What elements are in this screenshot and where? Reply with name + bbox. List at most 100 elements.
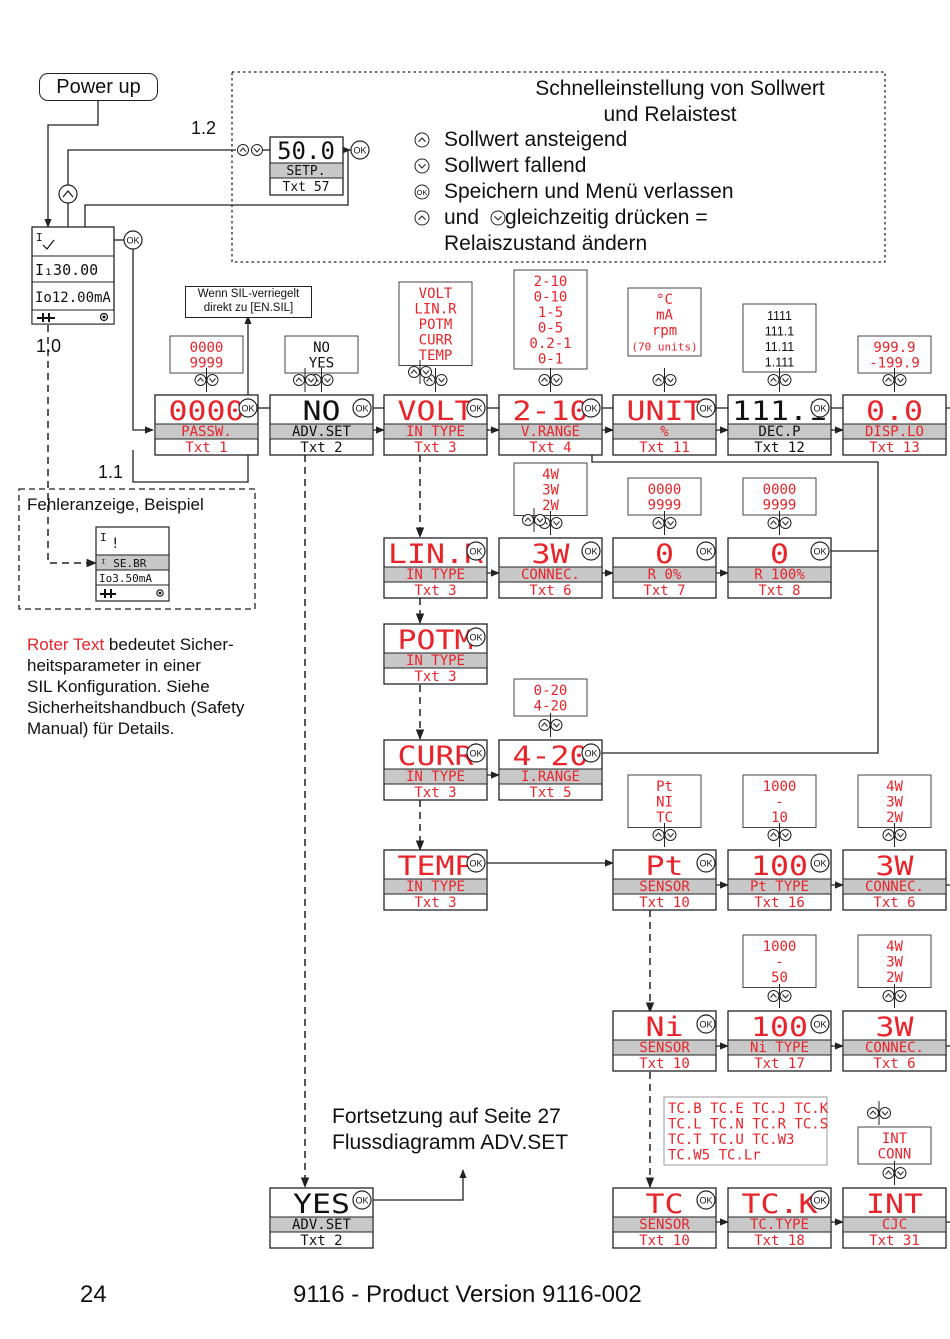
up-down-icon	[293, 368, 317, 392]
ok-button[interactable]: OK	[581, 743, 601, 763]
option-text: NO	[313, 340, 330, 356]
ok-button[interactable]: OK	[696, 1014, 716, 1034]
ok-circle	[466, 743, 486, 763]
box-value: Pt	[646, 851, 684, 882]
ok-button[interactable]: OK	[581, 541, 601, 561]
option-text: °C	[656, 292, 673, 308]
options-frame	[857, 774, 932, 828]
ok-button[interactable]: OK	[810, 1014, 830, 1034]
chevron-down-icon	[894, 829, 907, 841]
option-text: 10	[771, 810, 788, 826]
ok-label: OK	[699, 404, 712, 414]
option-text: 3W	[886, 955, 903, 971]
check-icon	[42, 239, 55, 250]
ok-button[interactable]: OK	[696, 853, 716, 873]
dashed-lines	[47, 325, 655, 1189]
ok-label: OK	[469, 404, 482, 414]
option-text: POTM	[419, 317, 453, 333]
ok-button[interactable]: OK	[810, 1190, 830, 1210]
chevron-up-icon	[237, 144, 249, 156]
chevron-down-icon	[251, 144, 263, 156]
band	[269, 162, 344, 179]
option-text: 1-5	[538, 305, 563, 321]
ok-label: OK	[469, 859, 482, 869]
ok-button[interactable]: OK	[696, 398, 716, 418]
up-down-icon	[882, 368, 907, 392]
ok-button[interactable]: OK	[810, 853, 830, 873]
box-txt: Txt 2	[300, 1233, 342, 1249]
option-text: rpm	[652, 323, 677, 339]
box-label: CJC	[882, 1217, 907, 1233]
ok-button[interactable]: OK	[352, 398, 372, 418]
ok-button[interactable]: OK	[466, 743, 486, 763]
chevron-up-icon	[197, 377, 204, 382]
option-text: 11.11	[765, 340, 794, 354]
ok-circle	[466, 853, 486, 873]
ok-button[interactable]: OK	[581, 398, 601, 418]
options-box-nitype: 1000-50	[742, 934, 817, 988]
box-value: CURR	[398, 741, 475, 772]
ok-label: OK	[355, 404, 368, 414]
ok-button[interactable]: OK	[238, 398, 258, 418]
box-txt: Txt 5	[529, 785, 571, 801]
box-txt: Txt 11	[639, 440, 690, 456]
box-label: V.RANGE	[521, 424, 580, 440]
ok-button[interactable]: OK	[466, 853, 486, 873]
ok-label: OK	[584, 547, 597, 557]
chevron-up-icon	[538, 374, 551, 386]
ok-button[interactable]: OK	[810, 541, 830, 561]
box-label: DISP.LO	[865, 424, 924, 440]
display-line-2: Io12.00mA	[35, 290, 111, 306]
box-txt: Txt 3	[414, 895, 456, 911]
box-label: CONNEC.	[521, 567, 580, 583]
box-label: SENSOR	[639, 1217, 690, 1233]
chevron-down-icon	[553, 723, 560, 728]
chevron-down-icon	[324, 378, 331, 383]
chevron-down-icon	[321, 374, 334, 386]
ok-button[interactable]: OK	[466, 541, 486, 561]
box-value: TC.K	[742, 1189, 819, 1220]
label-1-0: 1.0	[36, 336, 62, 356]
chevron-up-icon	[767, 990, 780, 1002]
box-txt: Txt 6	[873, 895, 915, 911]
chevron-down-icon	[414, 158, 430, 174]
ok-button[interactable]: OK	[466, 398, 486, 418]
ok-label: OK	[584, 404, 597, 414]
ok-circle	[810, 853, 830, 873]
ok-button[interactable]: OK	[810, 398, 830, 418]
ok-button[interactable]: OK	[466, 627, 486, 647]
box-label: IN TYPE	[406, 879, 465, 895]
up-down-icon	[652, 511, 677, 535]
chevron-down-icon	[435, 374, 448, 386]
ok-button[interactable]: OK	[350, 140, 370, 160]
option-text: -	[775, 955, 783, 971]
option-text: 3W	[886, 795, 903, 811]
chevron-up-icon	[58, 184, 78, 204]
display-box-r100: 0R 100%Txt 8	[727, 537, 832, 599]
option-text: 999.9	[873, 340, 915, 356]
chevron-up-icon	[767, 829, 780, 841]
options-box-vrange: 2-100-101-50-50.2-10-1	[513, 269, 588, 370]
error-example-title: Fehleranzeige, Beispiel	[27, 495, 204, 514]
ok-button[interactable]: OK	[352, 1190, 372, 1210]
display-line-1: I₁30.00	[35, 261, 98, 279]
chevron-up-icon	[770, 377, 777, 382]
ok-button[interactable]: OK	[123, 230, 143, 250]
option-text: TC.W5 TC.Lr	[668, 1148, 761, 1164]
box-value: 3W	[876, 1012, 915, 1043]
options-frame	[513, 462, 588, 516]
box-value: 0	[655, 539, 674, 570]
up-down-icon	[408, 360, 432, 384]
chevron-down-icon	[422, 370, 430, 375]
option-text: 2-10	[534, 274, 568, 290]
options-frame	[627, 477, 702, 516]
ok-circle	[350, 140, 370, 160]
relay-icon	[100, 589, 116, 598]
ok-button[interactable]: OK	[696, 541, 716, 561]
ok-button[interactable]: OK	[696, 1190, 716, 1210]
